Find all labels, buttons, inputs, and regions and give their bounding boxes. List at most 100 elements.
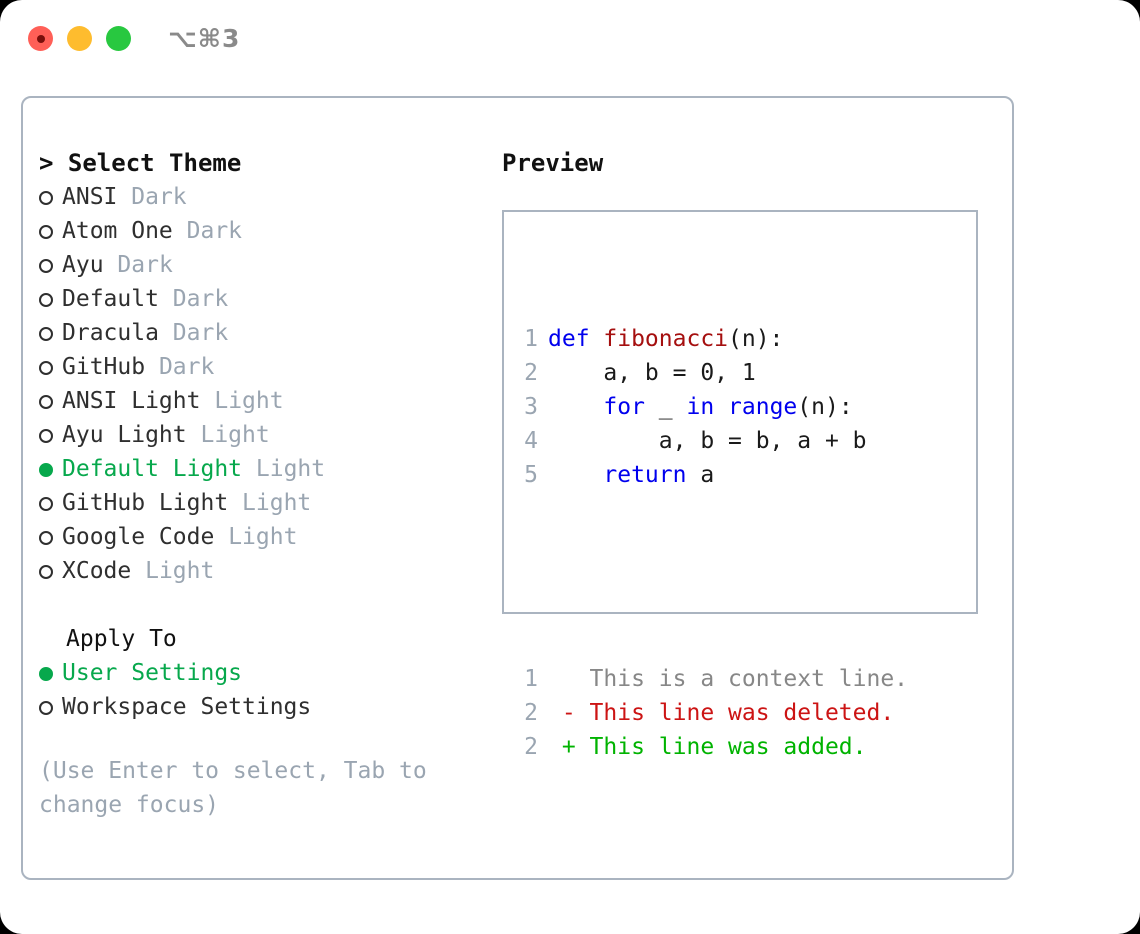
radio-selected-icon bbox=[39, 452, 62, 486]
theme-option-tag: Light bbox=[214, 388, 284, 414]
code-token: - This line was deleted. bbox=[548, 700, 895, 726]
radio-dot bbox=[39, 701, 53, 715]
line-number: 4 bbox=[524, 428, 538, 454]
label-tag-separator bbox=[214, 520, 228, 554]
line-number: 2 bbox=[524, 734, 538, 760]
close-window-button[interactable] bbox=[28, 26, 53, 51]
theme-option-atom-one[interactable]: Atom One Dark bbox=[39, 214, 489, 248]
theme-option-default[interactable]: Default Dark bbox=[39, 282, 489, 316]
code-line: 1 def fibonacci(n): bbox=[516, 322, 908, 356]
theme-option-tag: Dark bbox=[172, 286, 229, 312]
label-tag-separator bbox=[173, 214, 187, 248]
code-token: (n): bbox=[728, 326, 784, 352]
label-tag-separator bbox=[187, 418, 201, 452]
radio-dot bbox=[39, 395, 53, 409]
radio-dot bbox=[39, 463, 53, 477]
radio-unselected-icon bbox=[39, 384, 62, 418]
code-token: a, b = b, a + b bbox=[548, 428, 867, 454]
theme-option-label: Dracula bbox=[62, 320, 159, 346]
code-token: in bbox=[686, 394, 715, 420]
radio-unselected-icon bbox=[39, 520, 62, 554]
apply-to-option-workspace-settings[interactable]: Workspace Settings bbox=[39, 690, 489, 724]
apply-to-option-user-settings[interactable]: User Settings bbox=[39, 656, 489, 690]
radio-dot bbox=[39, 293, 53, 307]
code-line: 2 a, b = 0, 1 bbox=[516, 356, 908, 390]
line-number: 5 bbox=[524, 462, 538, 488]
theme-option-ayu[interactable]: Ayu Dark bbox=[39, 248, 489, 282]
apply-to-option-label: Workspace Settings bbox=[62, 694, 312, 720]
label-tag-separator bbox=[200, 384, 214, 418]
code-token: This is a context line. bbox=[548, 666, 909, 692]
theme-option-label: Default bbox=[62, 286, 159, 312]
theme-option-github-light[interactable]: GitHub Light Light bbox=[39, 486, 489, 520]
theme-option-google-code[interactable]: Google Code Light bbox=[39, 520, 489, 554]
code-token: def bbox=[548, 326, 604, 352]
label-tag-separator bbox=[242, 452, 256, 486]
window-controls bbox=[28, 26, 131, 51]
theme-option-label: Google Code bbox=[62, 524, 215, 550]
radio-unselected-icon bbox=[39, 350, 62, 384]
label-tag-separator bbox=[145, 350, 159, 384]
theme-option-label: GitHub Light bbox=[62, 490, 229, 516]
minimize-window-button[interactable] bbox=[67, 26, 92, 51]
apply-to-option-label: User Settings bbox=[62, 660, 243, 686]
line-number: 1 bbox=[524, 326, 538, 352]
theme-option-ayu-light[interactable]: Ayu Light Light bbox=[39, 418, 489, 452]
theme-option-xcode[interactable]: XCode Light bbox=[39, 554, 489, 588]
label-tag-separator bbox=[159, 316, 173, 350]
label-tag-separator bbox=[131, 554, 145, 588]
maximize-window-button[interactable] bbox=[106, 26, 131, 51]
theme-option-tag: Dark bbox=[131, 184, 187, 210]
theme-option-label: ANSI bbox=[62, 184, 118, 210]
label-tag-separator bbox=[104, 248, 118, 282]
theme-option-ansi[interactable]: ANSI Dark bbox=[39, 180, 489, 214]
keyboard-hint-text: (Use Enter to select, Tab to change focu… bbox=[39, 758, 441, 818]
radio-dot bbox=[39, 497, 53, 511]
theme-option-tag: Dark bbox=[158, 354, 215, 380]
diff-sample: 1 This is a context line.2 - This line w… bbox=[516, 662, 908, 764]
theme-option-tag: Dark bbox=[172, 320, 229, 346]
theme-option-tag: Light bbox=[200, 422, 270, 448]
theme-option-tag: Dark bbox=[117, 252, 173, 278]
preview-column: Preview 1 def fibonacci(n): 2 a, b = 0, 1 3… bbox=[502, 146, 1002, 760]
preview-title: Preview bbox=[502, 149, 604, 177]
radio-dot bbox=[39, 361, 53, 375]
theme-option-dracula[interactable]: Dracula Dark bbox=[39, 316, 489, 350]
theme-option-tag: Light bbox=[255, 456, 326, 482]
theme-option-label: Ayu Light bbox=[62, 422, 187, 448]
code-line: 4 a, b = b, a + b bbox=[516, 424, 908, 458]
theme-option-tag: Dark bbox=[186, 218, 243, 244]
code-token: fibonacci bbox=[603, 326, 729, 352]
code-token bbox=[714, 394, 728, 420]
theme-option-tag: Light bbox=[228, 524, 298, 550]
theme-option-default-light[interactable]: Default Light Light bbox=[39, 452, 489, 486]
select-theme-header: > Select Theme bbox=[39, 149, 242, 177]
line-number: 3 bbox=[524, 394, 538, 420]
title-bar: ⌥⌘3 bbox=[0, 0, 1140, 78]
code-spacer bbox=[516, 560, 908, 594]
theme-option-github[interactable]: GitHub Dark bbox=[39, 350, 489, 384]
radio-dot bbox=[39, 259, 53, 273]
radio-unselected-icon bbox=[39, 180, 62, 214]
label-tag-separator bbox=[228, 486, 242, 520]
theme-option-label: XCode bbox=[62, 558, 132, 584]
theme-option-label: GitHub bbox=[62, 354, 146, 380]
radio-unselected-icon bbox=[39, 486, 62, 520]
theme-option-label: Atom One bbox=[62, 218, 173, 244]
line-number: 2 bbox=[524, 700, 538, 726]
apply-to-title: Apply To bbox=[66, 626, 177, 652]
radio-dot bbox=[39, 225, 53, 239]
code-token: for bbox=[603, 394, 645, 420]
code-token: range bbox=[728, 394, 798, 420]
theme-option-ansi-light[interactable]: ANSI Light Light bbox=[39, 384, 489, 418]
theme-option-tag: Light bbox=[242, 490, 312, 516]
radio-unselected-icon bbox=[39, 282, 62, 316]
diff-line: 2 + This line was added. bbox=[516, 730, 908, 764]
diff-line: 2 - This line was deleted. bbox=[516, 696, 908, 730]
